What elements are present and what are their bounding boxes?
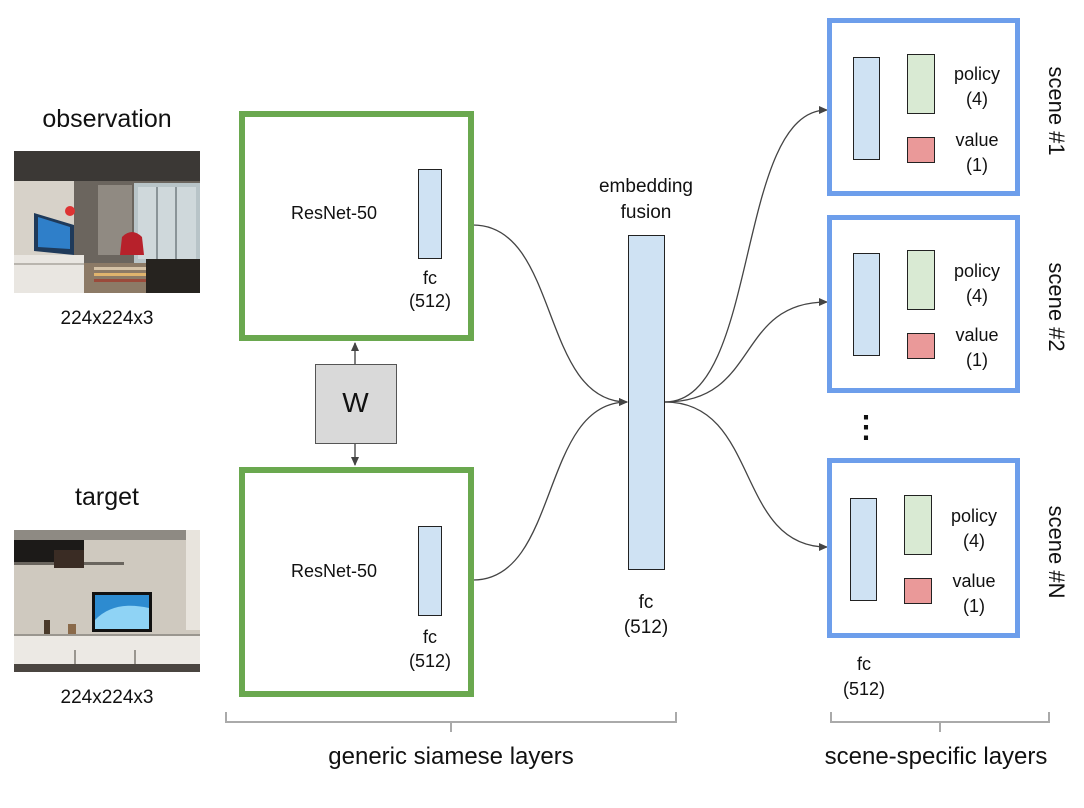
- scene-2-value-units: (1): [966, 350, 988, 370]
- fc-bar-top: [418, 169, 442, 259]
- observation-image: [14, 151, 200, 293]
- scene-1-value-label: value: [955, 130, 999, 150]
- fusion-fc-bar: [628, 235, 665, 570]
- scene-1-value-square: [907, 137, 935, 163]
- scene-fc-label: fc: [856, 654, 872, 674]
- observation-label: observation: [42, 105, 172, 133]
- scene-2-policy-label: policy: [953, 261, 1001, 281]
- scene-2-policy-bar: [907, 250, 935, 310]
- fc-label-top: fc: [422, 268, 438, 288]
- scene-1-value-units: (1): [966, 155, 988, 175]
- scene-ellipsis: ⋮: [851, 411, 881, 444]
- observation-size: 224x224x3: [60, 308, 154, 329]
- shared-weights-label: W: [342, 387, 369, 418]
- curve-fusion-to-scene1: [664, 106, 828, 403]
- scene-n-name: scene #N: [1044, 505, 1069, 599]
- curve-bottom-to-fusion: [472, 398, 628, 581]
- fusion-fc-label: fc: [638, 592, 654, 613]
- fc-label-bottom: fc: [422, 627, 438, 647]
- bracket-generic: [225, 712, 677, 732]
- scene-1-fc-bar: [853, 57, 880, 160]
- fusion-fc-units: (512): [623, 617, 669, 638]
- curve-top-to-fusion: [472, 224, 628, 406]
- scene-1-name: scene #1: [1044, 66, 1069, 156]
- scene-n-policy-label: policy: [950, 506, 998, 526]
- resnet-label-bottom: ResNet-50: [290, 561, 378, 581]
- target-size: 224x224x3: [60, 687, 154, 708]
- scene-specific-layers-label: scene-specific layers: [824, 743, 1048, 770]
- scene-fc-units: (512): [842, 679, 886, 699]
- fc-units-bottom: (512): [408, 651, 452, 671]
- fc-units-top: (512): [408, 291, 452, 311]
- target-label: target: [75, 483, 139, 511]
- scene-2-name: scene #2: [1044, 262, 1069, 352]
- scene-2-fc-bar: [853, 253, 880, 356]
- target-image: [14, 530, 200, 672]
- generic-siamese-layers-label: generic siamese layers: [328, 743, 574, 770]
- curve-fusion-to-sceneN: [664, 401, 828, 551]
- fc-bar-bottom: [418, 526, 442, 616]
- scene-1-policy-label: policy: [953, 64, 1001, 84]
- scene-1-policy-units: (4): [966, 89, 988, 109]
- scene-2-value-square: [907, 333, 935, 359]
- scene-n-policy-units: (4): [963, 531, 985, 551]
- scene-n-value-label: value: [952, 571, 996, 591]
- scene-2-policy-units: (4): [966, 286, 988, 306]
- bracket-specific: [830, 712, 1050, 732]
- scene-n-fc-bar: [850, 498, 877, 601]
- scene-n-value-square: [904, 578, 932, 604]
- shared-weights-box: W: [315, 364, 397, 444]
- scene-n-value-units: (1): [963, 596, 985, 616]
- scene-2-value-label: value: [955, 325, 999, 345]
- scene-n-policy-bar: [904, 495, 932, 555]
- scene-1-policy-bar: [907, 54, 935, 114]
- fusion-title-line1: embedding: [598, 176, 694, 197]
- resnet-label-top: ResNet-50: [290, 203, 378, 223]
- curve-fusion-to-scene2: [664, 298, 828, 403]
- fusion-title-line2: fusion: [620, 202, 672, 223]
